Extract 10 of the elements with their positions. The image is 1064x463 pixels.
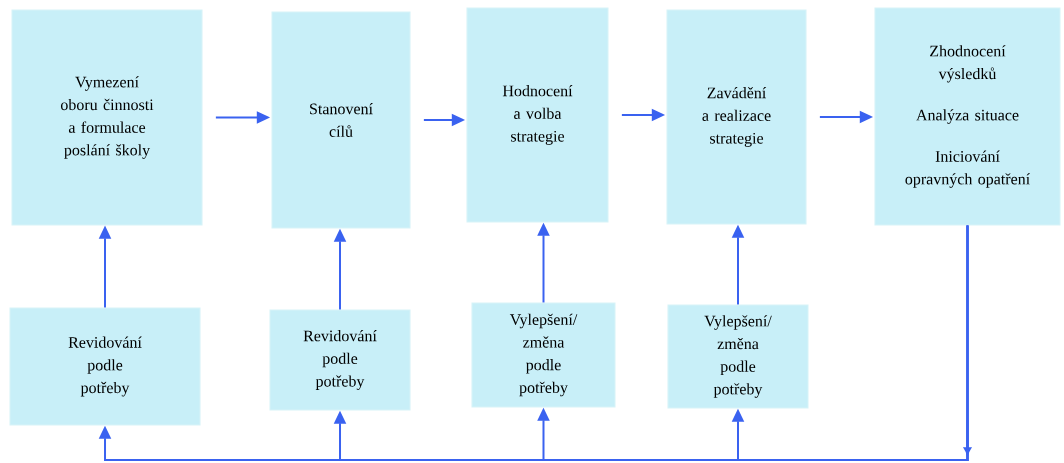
step-box: Zavádění a realizace strategie <box>666 9 807 225</box>
feedback-arrow <box>731 224 969 461</box>
revision-box: Revidování podle potřeby <box>269 309 411 411</box>
revision-box: Vylepšení/ změna podle potřeby <box>471 302 616 408</box>
revision-box: Revidování podle potřeby <box>9 307 201 426</box>
step-box: Stanovení cílů <box>271 11 411 229</box>
revision-box: Vylepšení/ změna podle potřeby <box>667 304 809 409</box>
step-box: Hodnocení a volba strategie <box>466 7 609 223</box>
step-box: Vymezení oboru činnosti a formulace poslání školy <box>11 9 203 226</box>
step-box: Zhodnocení výsledků Analýza situace Iniciování opravných opatření <box>874 7 1061 226</box>
